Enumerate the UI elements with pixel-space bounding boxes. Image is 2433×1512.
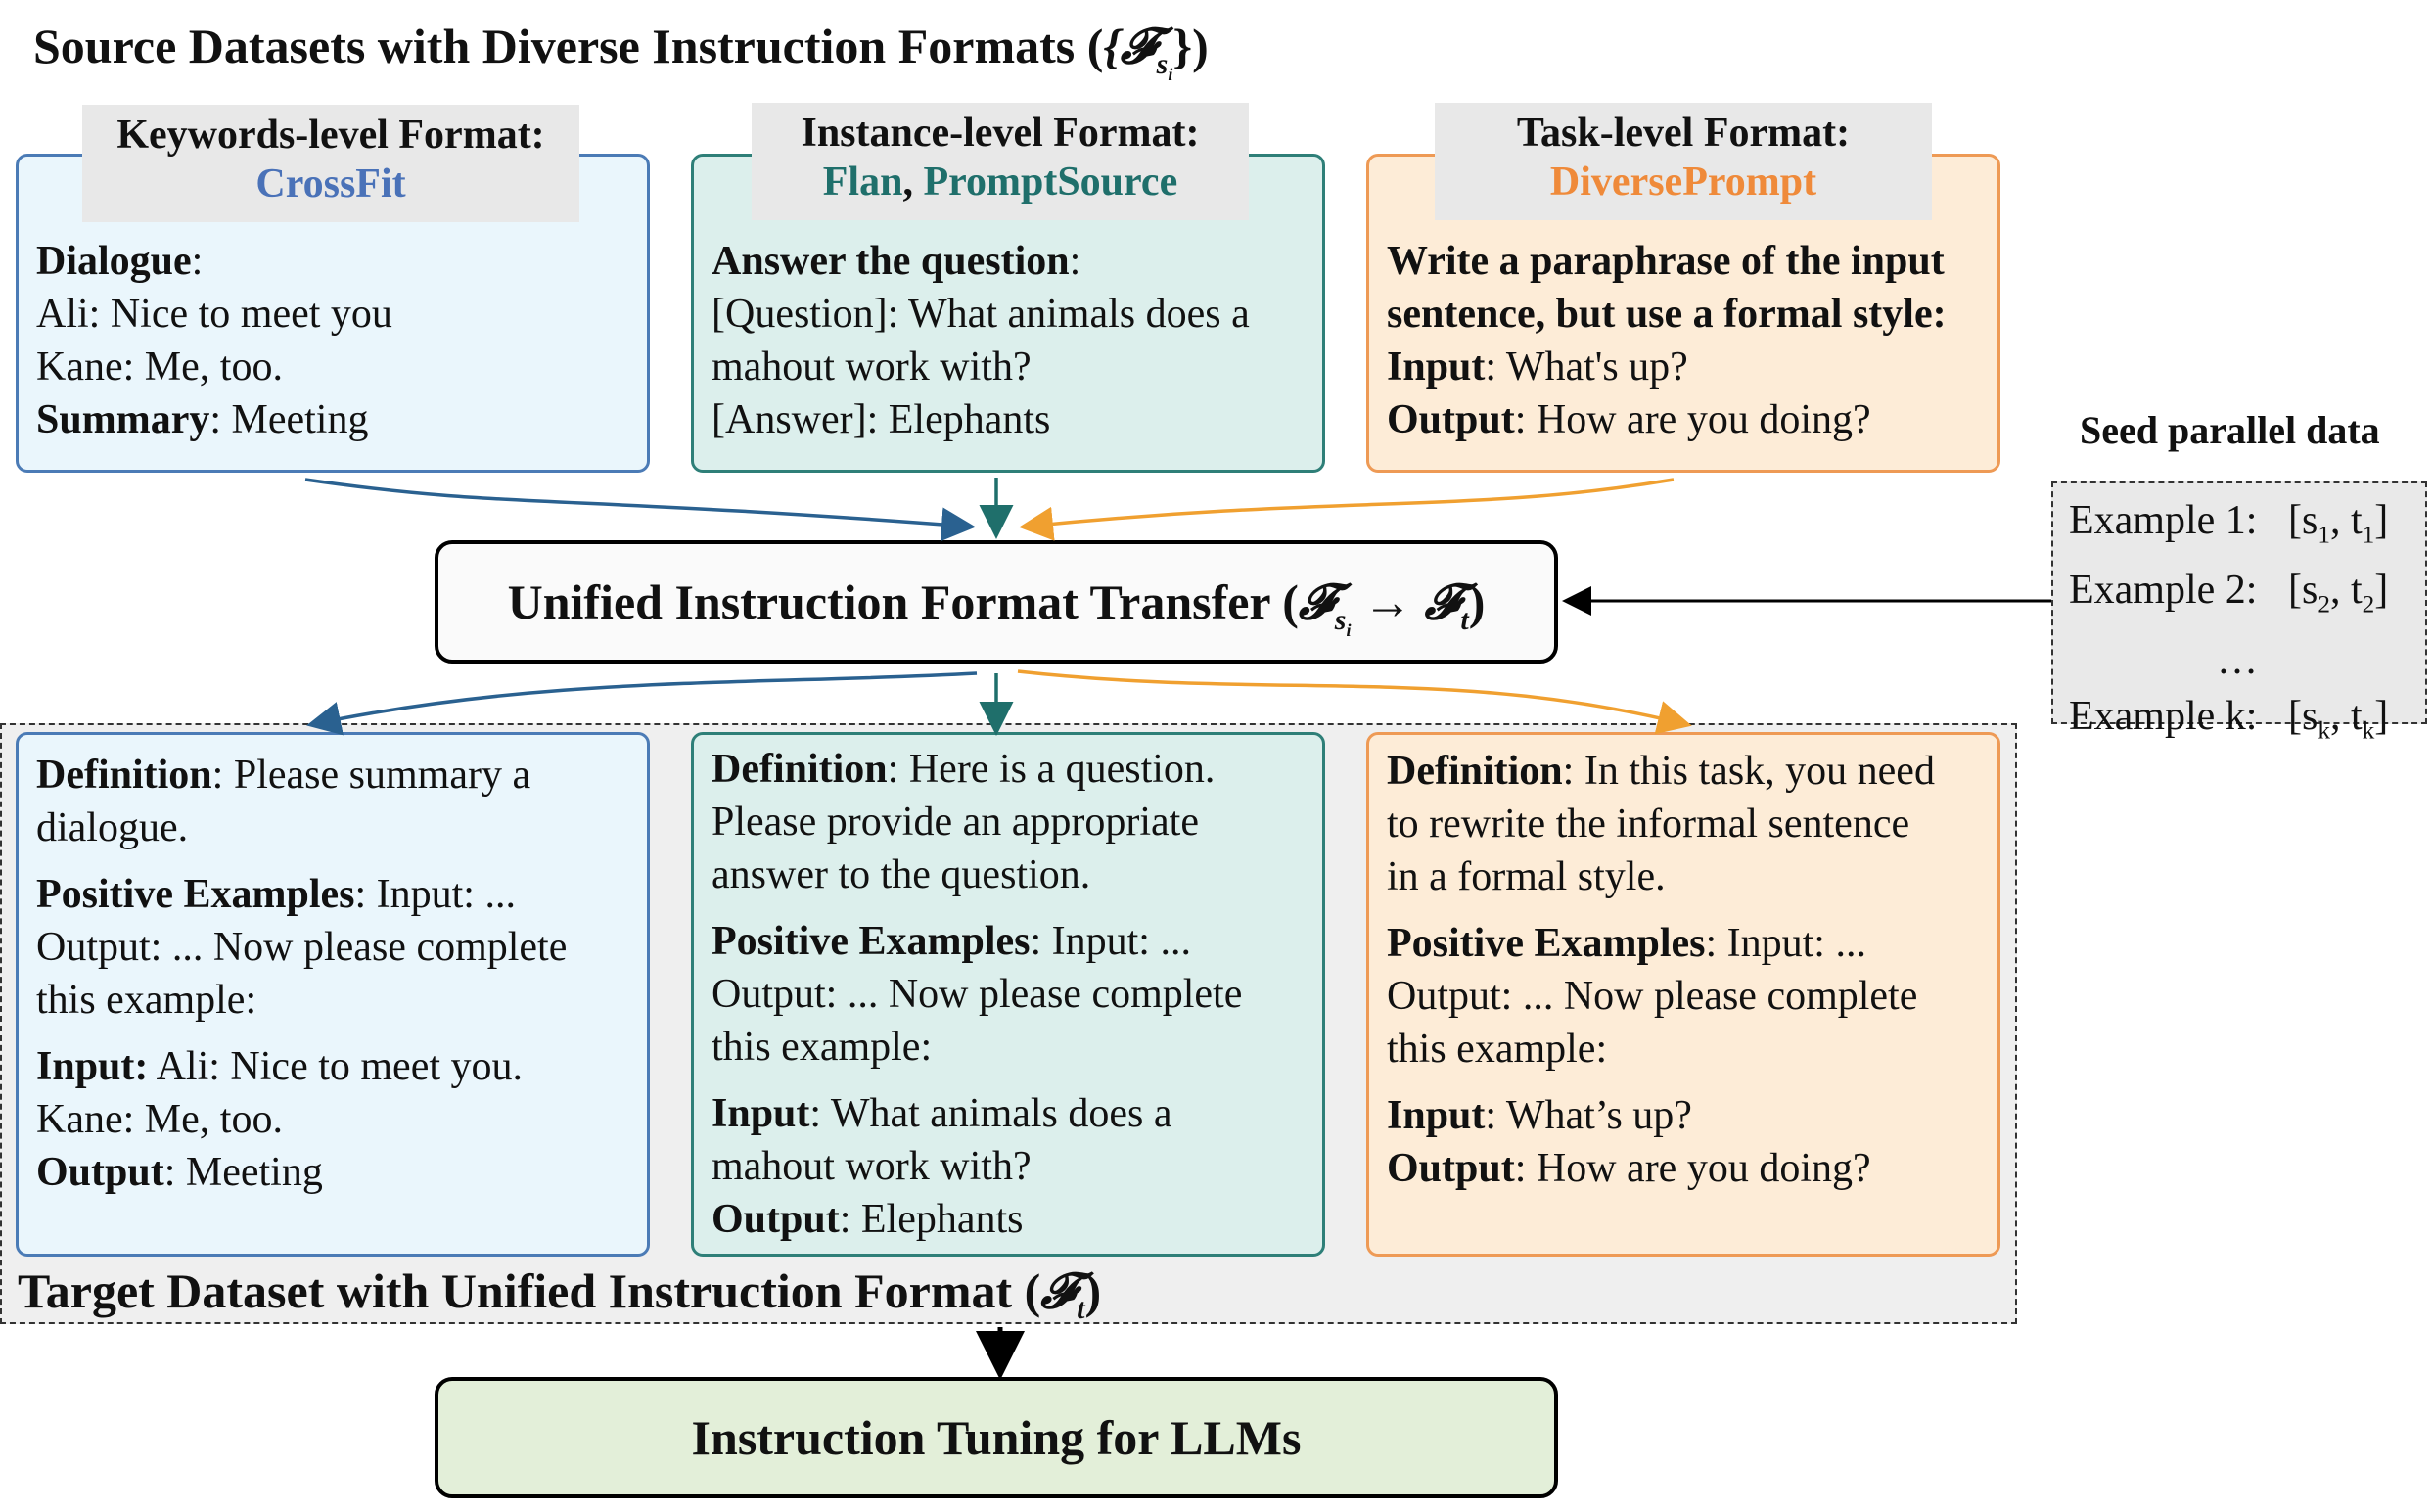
diagram-title: Source Datasets with Diverse Instruction…: [33, 19, 1209, 84]
instance-format-header: Instance-level Format: Flan, PromptSourc…: [752, 103, 1249, 220]
promptsource-label: PromptSource: [923, 160, 1178, 205]
crossfit-label: CrossFit: [255, 161, 406, 206]
task-format-header: Task-level Format: DiversePrompt: [1435, 103, 1932, 220]
arrow-transfer-to-task: [1017, 669, 1692, 735]
arrow-transfer-to-keywords: [306, 671, 978, 736]
seed-example-row: Example 2: [s2, t2]: [2069, 568, 2389, 619]
seed-data-title: Seed parallel data: [2080, 408, 2380, 452]
seed-ellipsis: …: [2217, 637, 2258, 683]
flan-label: Flan: [822, 160, 903, 205]
instruction-tuning-box: Instruction Tuning for LLMs: [435, 1377, 1558, 1498]
seed-example-row: Example k: [sk, tk]: [2069, 693, 2389, 745]
keywords-format-header: Keywords-level Format: CrossFit: [82, 105, 579, 222]
arrow-keywords-to-transfer: [304, 478, 976, 542]
diverseprompt-label: DiversePrompt: [1549, 160, 1817, 205]
target-instance-box: Definition: Here is a question. Please p…: [691, 732, 1325, 1257]
target-task-box: Definition: In this task, you need to re…: [1366, 732, 2000, 1257]
target-dataset-title: Target Dataset with Unified Instruction …: [18, 1263, 1102, 1325]
seed-data-box: Example 1: [s1, t1] Example 2: [s2, t2] …: [2051, 481, 2427, 744]
seed-example-row: Example 1: [s1, t1]: [2069, 498, 2389, 549]
arrow-task-to-transfer: [1019, 478, 1675, 541]
format-transfer-box: Unified Instruction Format Transfer (𝓕si…: [435, 540, 1558, 664]
